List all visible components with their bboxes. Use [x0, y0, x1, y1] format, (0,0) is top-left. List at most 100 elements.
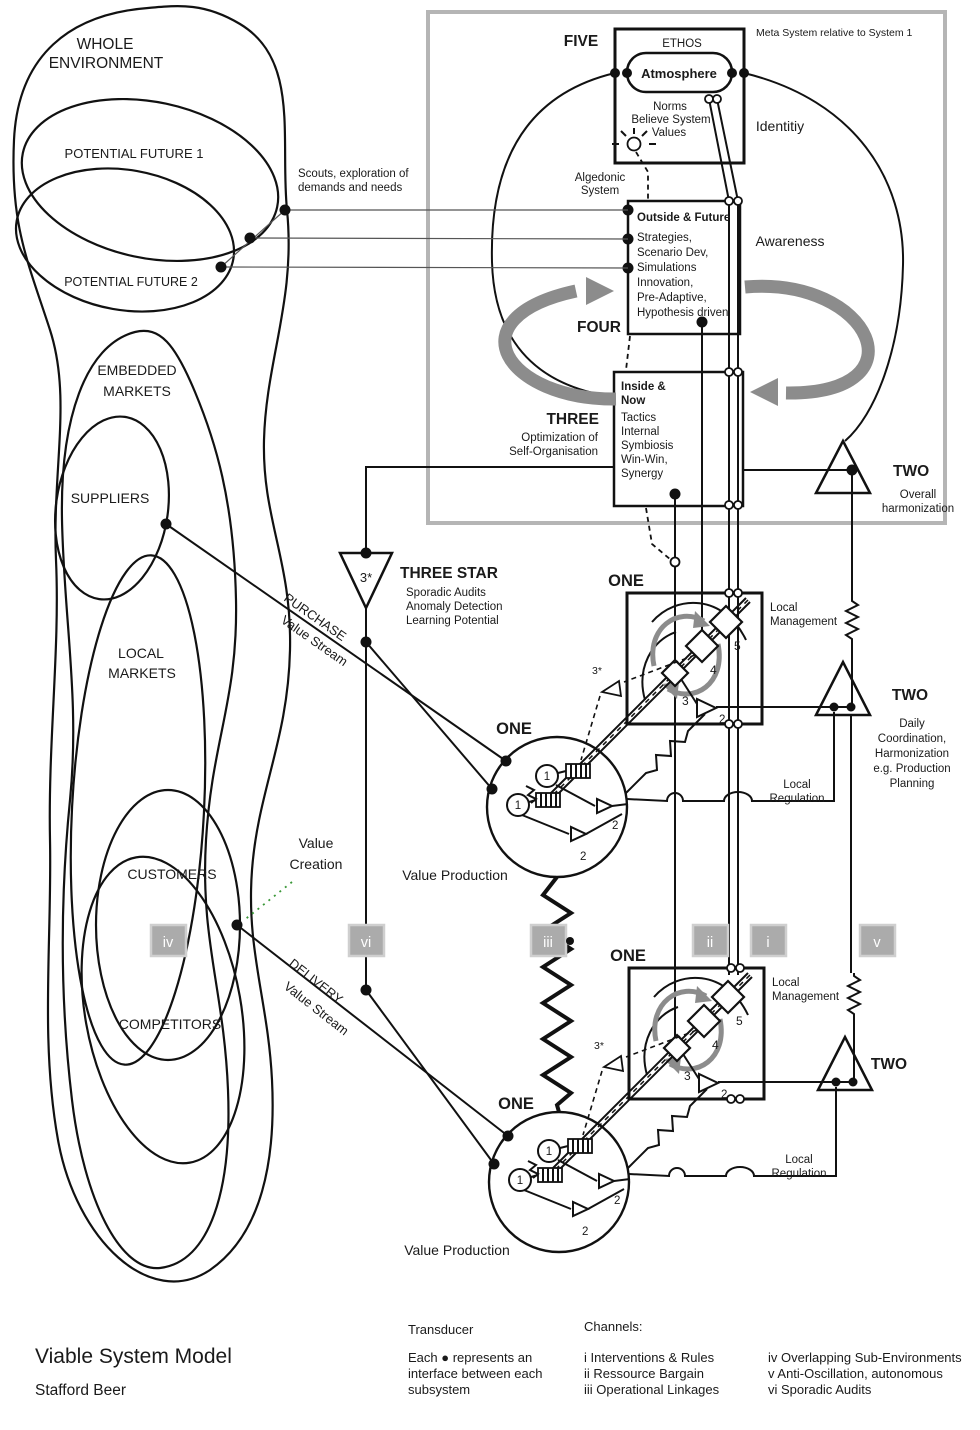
- scout-dot-3: [215, 261, 227, 273]
- atmosphere-left-outer-dot: [610, 68, 620, 78]
- triangle-2a-label: 2: [612, 820, 618, 832]
- outside-item-1: Strategies,: [637, 232, 692, 244]
- unit-1b-label: 1: [517, 1175, 523, 1187]
- two-overall: TWO Overall harmonization: [743, 438, 954, 598]
- management-swirl-1-arrowhead-icon: [695, 986, 712, 1003]
- triangle-2b-label: 2: [582, 1226, 588, 1238]
- inside-item-3: Symbiosis: [621, 440, 674, 452]
- scout-dot-2: [244, 232, 256, 244]
- audit-feed-upper-line: [365, 641, 493, 790]
- two-daily-l4: e.g. Production: [873, 763, 950, 775]
- outside-item-5: Pre-Adaptive,: [637, 292, 707, 304]
- audit-triangle-icon: [599, 679, 623, 698]
- management-arc-2: [641, 631, 677, 701]
- atmosphere-label: Atmosphere: [641, 66, 717, 81]
- three-star-label: THREE STAR: [400, 565, 498, 582]
- unit-resistor-zigzag: [525, 785, 538, 804]
- transducer-title: Transducer: [408, 1322, 474, 1337]
- competitors-ellipse: [80, 855, 246, 1165]
- two-resistor-line: [843, 598, 861, 706]
- diamond-3-label: 3: [684, 1069, 691, 1083]
- customers-label: CUSTOMERS: [127, 866, 216, 882]
- algedonic-dashed-line-3: [645, 507, 672, 561]
- local-regulation-line: [628, 1087, 837, 1178]
- channel-box-iii-dot: [566, 937, 574, 945]
- two-coordination-triangle-icon: [815, 1034, 875, 1092]
- local-regulation-label-2: Regulation: [772, 1168, 827, 1180]
- diagram-title: Viable System Model: [35, 1345, 232, 1368]
- triangle-2a-label: 2: [614, 1195, 620, 1207]
- ops-resistor-line: [625, 713, 706, 794]
- two-triangle-dot-left: [831, 1077, 841, 1087]
- scouts-label-1: Scouts, exploration of: [298, 168, 409, 180]
- three-star-to-three-line: [365, 466, 614, 553]
- inside-now-box: [612, 370, 745, 508]
- channel-legend-v: v Anti-Oscillation, autonomous: [768, 1366, 943, 1381]
- atmosphere-right-outer-dot: [739, 68, 749, 78]
- system-one-cluster-upper: ONE ONE Local Management 5 4 3 2: [402, 572, 873, 883]
- identity-label: Identitiy: [756, 118, 804, 134]
- identity-loop-left-arc: [490, 72, 616, 398]
- triangle-2b-icon: [570, 825, 589, 843]
- unit-1a-circle: [537, 1139, 561, 1163]
- outside-item-3: Simulations: [637, 262, 697, 274]
- algedonic-bulb-icon: [612, 128, 656, 152]
- audit-triangle-label: 3*: [594, 1040, 604, 1052]
- channel-legend-ii: ii Ressource Bargain: [584, 1366, 704, 1381]
- outside-future-box: [626, 199, 742, 336]
- ops-feed-dot-a: [500, 755, 512, 767]
- ops-resistor-line: [627, 1088, 708, 1169]
- scouts-connections: Scouts, exploration of demands and needs: [215, 168, 629, 273]
- value-production-label: Value Production: [402, 867, 508, 883]
- three-star-branch-dot-upper: [360, 636, 372, 648]
- customers-dot: [231, 919, 243, 931]
- transducer-2: [537, 1167, 563, 1183]
- believe-system-label: Believe System: [631, 114, 710, 126]
- local-regulation-line: [626, 712, 835, 803]
- three-star-triangle-label: 3*: [360, 570, 372, 585]
- value-production-circle: [485, 735, 629, 879]
- potential-future-1-label: POTENTIAL FUTURE 1: [65, 146, 204, 161]
- outside-item-4: Innovation,: [637, 277, 693, 289]
- atmosphere-right-inner-dot: [727, 68, 737, 78]
- homeostat-right-arrowhead-icon: [750, 378, 778, 406]
- transducer-line-3: subsystem: [408, 1382, 470, 1397]
- potential-future-2-ellipse: [14, 167, 236, 313]
- inside-box-bottom-dot: [669, 488, 681, 500]
- diamond-5-label: 5: [734, 639, 741, 653]
- two-daily-l2: Coordination,: [878, 733, 946, 745]
- triangle-2b-icon: [572, 1200, 591, 1218]
- suppliers-label: SUPPLIERS: [71, 490, 150, 506]
- homeostat-left-arc: [498, 284, 617, 406]
- one-management-label: ONE: [608, 572, 644, 590]
- homeostat-right-arc: [744, 279, 875, 400]
- norms-label: Norms: [653, 101, 687, 113]
- competitors-label: COMPETITORS: [119, 1016, 221, 1032]
- diamond-3-label: 3: [682, 694, 689, 708]
- local-management-label-1: Local: [770, 602, 798, 614]
- identity-loop-right-arc: [743, 72, 905, 442]
- channel-box-vi: [347, 923, 386, 958]
- two-triangle-dot-right: [846, 702, 856, 712]
- channel-box-iv: [149, 923, 188, 958]
- outside-future-title: Outside & Future: [637, 212, 730, 224]
- embedded-markets-blob: [60, 329, 238, 1270]
- triangle-2a-icon: [598, 1172, 617, 1190]
- inside-now-content: Inside & Now Tactics Internal Symbiosis …: [621, 381, 681, 500]
- diamond3-to-triangle2-line: [682, 1053, 700, 1080]
- triangle-2-management-label: 2: [721, 1089, 727, 1101]
- management-arc-2: [643, 1006, 679, 1076]
- three-star-top-dot: [360, 547, 372, 559]
- channel-box-i: [749, 923, 788, 958]
- awareness-label: Awareness: [755, 233, 824, 249]
- four-three-homeostat-arrows: [498, 277, 875, 406]
- operational-linkage-zigzag: [539, 875, 575, 1113]
- two-overall-triangle-icon: [813, 438, 873, 495]
- local-management-label-2: Management: [770, 616, 838, 628]
- channel-circle-4: [733, 719, 743, 729]
- channel-legend-iii: iii Operational Linkages: [584, 1382, 720, 1397]
- triangle-2a-icon: [596, 797, 615, 815]
- value-production-circle: [487, 1110, 631, 1254]
- scouts-label-2: demands and needs: [298, 182, 402, 194]
